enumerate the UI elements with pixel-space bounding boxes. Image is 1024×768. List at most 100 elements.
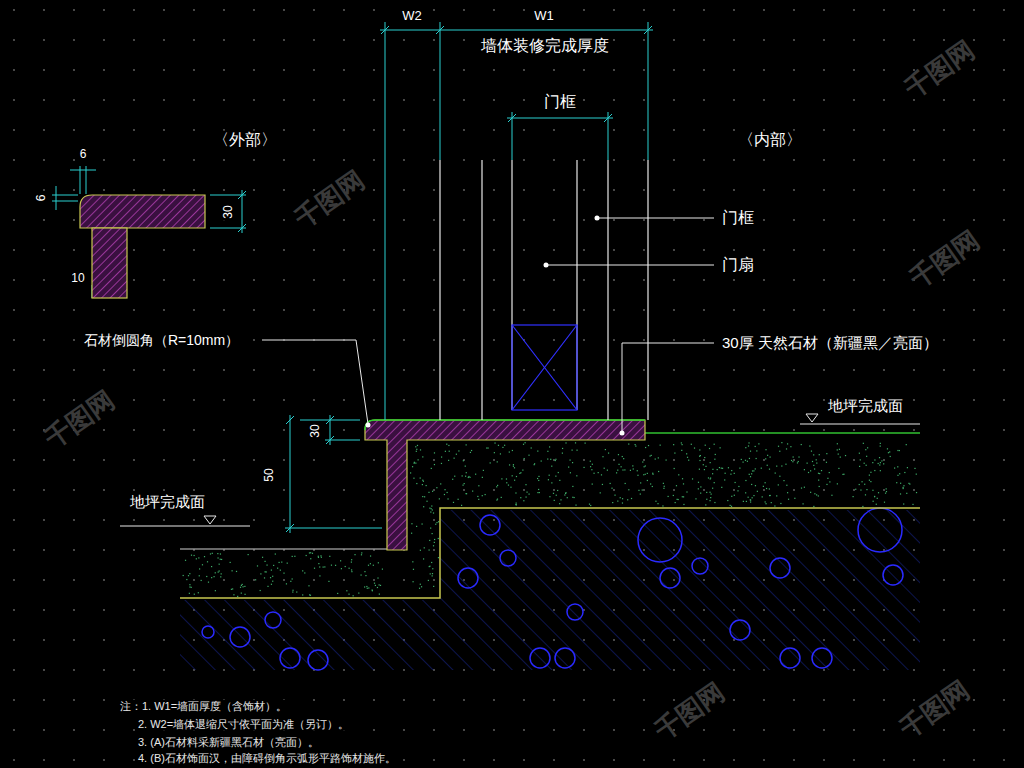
speckle xyxy=(420,550,421,551)
speckle xyxy=(745,492,746,493)
grid-dot xyxy=(1003,699,1005,701)
grid-dot xyxy=(223,69,225,71)
speckle xyxy=(691,444,692,445)
speckle xyxy=(731,470,732,471)
grid-dot xyxy=(793,459,795,461)
speckle xyxy=(445,451,446,452)
grid-dot xyxy=(583,219,585,221)
speckle xyxy=(864,463,865,464)
grid-dot xyxy=(403,759,405,761)
grid-dot xyxy=(763,759,765,761)
speckle xyxy=(557,490,558,491)
speckle xyxy=(837,449,838,450)
speckle xyxy=(757,491,758,492)
grid-dot xyxy=(43,279,45,281)
speckle xyxy=(360,574,361,575)
speckle xyxy=(506,482,507,483)
speckle xyxy=(520,472,521,473)
speckle xyxy=(370,563,371,564)
speckle xyxy=(433,512,434,513)
grid-dot xyxy=(133,369,135,371)
grid-dot xyxy=(133,99,135,101)
speckle xyxy=(413,569,414,570)
grid-dot xyxy=(793,9,795,11)
speckle xyxy=(792,461,793,462)
speckle xyxy=(916,492,917,493)
grid-dot xyxy=(343,69,345,71)
grid-dot xyxy=(73,249,75,251)
speckle xyxy=(446,444,447,445)
speckle xyxy=(632,465,633,466)
speckle xyxy=(912,504,913,505)
grid-dot xyxy=(853,489,855,491)
grid-dot xyxy=(13,39,15,41)
grid-dot xyxy=(283,249,285,251)
speckle xyxy=(717,469,718,470)
grid-dot xyxy=(13,219,15,221)
grid-dot xyxy=(613,309,615,311)
speckle xyxy=(429,566,430,567)
grid-dot xyxy=(193,39,195,41)
grid-dot xyxy=(703,459,705,461)
speckle xyxy=(591,469,592,470)
grid-dot xyxy=(103,99,105,101)
grid-dot xyxy=(13,489,15,491)
speckle xyxy=(367,588,368,589)
grid-dot xyxy=(583,729,585,731)
grid-dot xyxy=(793,729,795,731)
grid-dot xyxy=(493,129,495,131)
speckle xyxy=(528,493,529,494)
grid-dot xyxy=(103,489,105,491)
speckle xyxy=(608,452,609,453)
grid-dot xyxy=(583,759,585,761)
speckle xyxy=(748,442,749,443)
grid-dot xyxy=(613,249,615,251)
speckle xyxy=(807,463,808,464)
grid-dot xyxy=(73,339,75,341)
grid-dot xyxy=(643,69,645,71)
part-label: 门框 xyxy=(720,209,756,227)
speckle xyxy=(534,463,535,464)
grid-dot xyxy=(163,579,165,581)
speckle xyxy=(497,461,498,462)
speckle xyxy=(719,467,720,468)
speckle xyxy=(220,576,221,577)
speckle xyxy=(699,469,700,470)
grid-dot xyxy=(403,99,405,101)
grid-dot xyxy=(73,609,75,611)
grid-dot xyxy=(313,69,315,71)
grid-dot xyxy=(13,639,15,641)
grid-dot xyxy=(973,609,975,611)
speckle xyxy=(267,586,268,587)
speckle xyxy=(522,469,523,470)
grid-dot xyxy=(643,399,645,401)
grid-dot xyxy=(733,429,735,431)
speckle xyxy=(779,476,780,477)
grid-dot xyxy=(553,129,555,131)
grid-dot xyxy=(763,369,765,371)
speckle xyxy=(439,498,440,499)
speckle xyxy=(886,488,887,489)
speckle xyxy=(202,564,203,565)
speckle xyxy=(683,483,684,484)
speckle xyxy=(508,484,509,485)
grid-dot xyxy=(793,429,795,431)
watermark: 千图网 xyxy=(288,164,372,236)
speckle xyxy=(631,498,632,499)
speckle xyxy=(574,497,575,498)
speckle xyxy=(211,577,212,578)
speckle xyxy=(712,488,713,489)
speckle xyxy=(309,594,310,595)
speckle xyxy=(241,593,242,594)
grid-dot xyxy=(193,519,195,521)
grid-dot xyxy=(853,729,855,731)
grid-dot xyxy=(943,369,945,371)
grid-dot xyxy=(643,309,645,311)
grid-dot xyxy=(163,489,165,491)
speckle xyxy=(454,476,455,477)
grid-dot xyxy=(13,459,15,461)
grid-dot xyxy=(913,489,915,491)
speckle xyxy=(531,447,532,448)
watermark: 千图网 xyxy=(893,674,977,746)
speckle xyxy=(549,446,550,447)
